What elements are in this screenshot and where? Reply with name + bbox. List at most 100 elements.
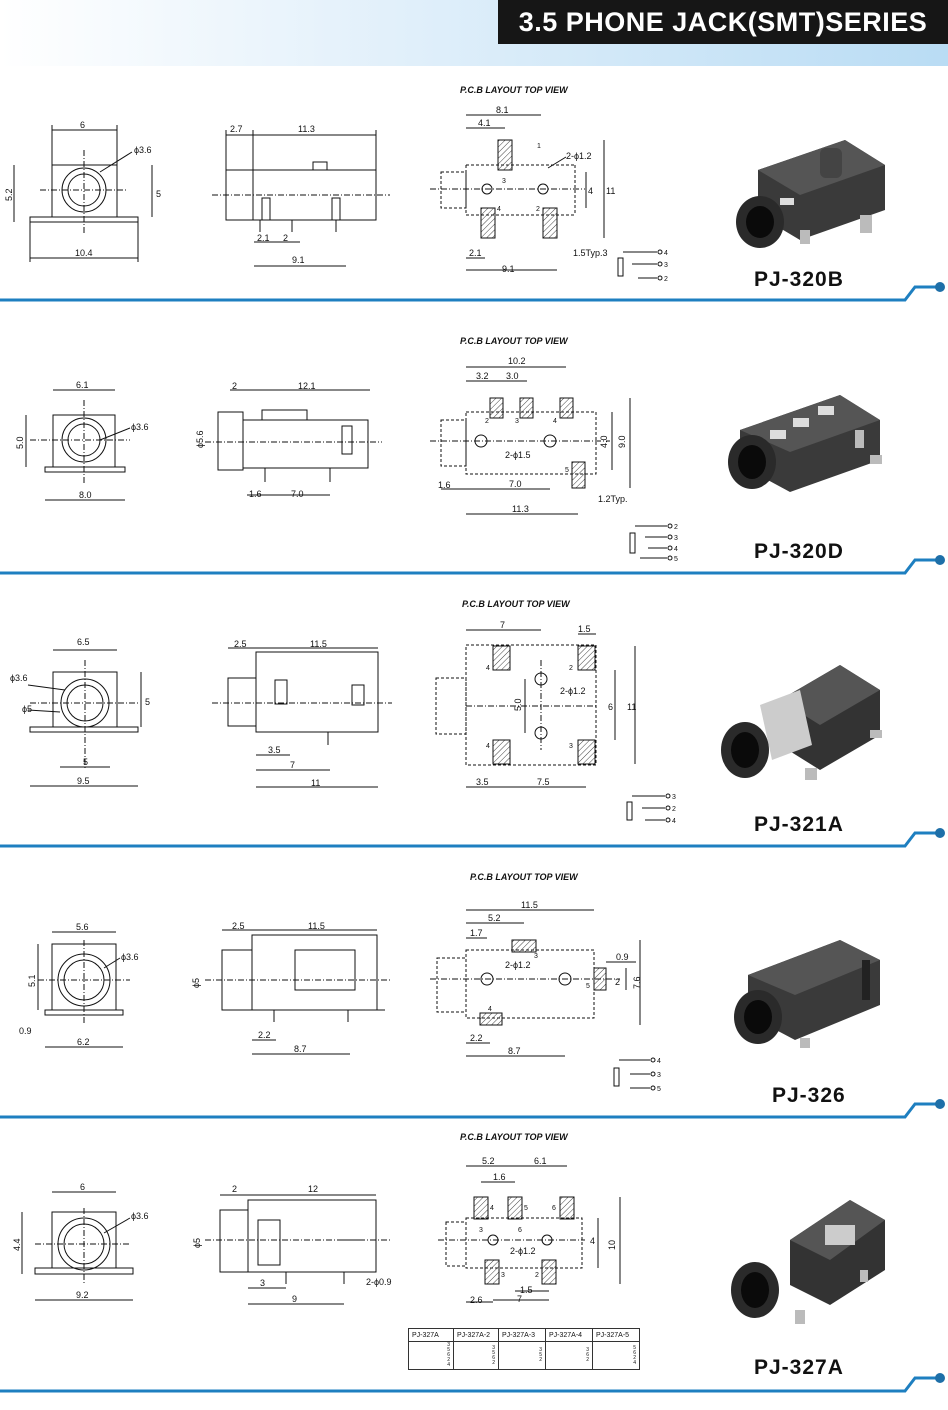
pcb-w2: 5.2 bbox=[488, 913, 501, 923]
pin-2: 2 bbox=[569, 665, 573, 672]
dim-side-pin: 2-ϕ0.9 bbox=[366, 1277, 392, 1287]
dim-side-b: 11.3 bbox=[298, 124, 315, 134]
pcb-hole: 2-ϕ1.2 bbox=[510, 1246, 536, 1256]
schem-pin-c: 4 bbox=[672, 818, 676, 825]
pcb-h2: 11 bbox=[606, 186, 615, 196]
model-name: PJ-327A bbox=[754, 1356, 844, 1379]
dim-side-b: 12.1 bbox=[298, 381, 316, 391]
pcb-h1: 4 bbox=[590, 1236, 595, 1246]
dim-side-d: 9 bbox=[292, 1294, 297, 1304]
pcb-h3: 11 bbox=[627, 702, 636, 712]
dim-side-b: 11.5 bbox=[308, 921, 325, 931]
dim-width: 6 bbox=[80, 1182, 85, 1192]
pcb-r2: 2 bbox=[615, 977, 620, 987]
dim-side-c: 3.5 bbox=[268, 745, 281, 755]
dim-height: 5.1 bbox=[27, 974, 37, 987]
pin-4: 4 bbox=[553, 418, 557, 425]
schem-pin-c: 5 bbox=[657, 1086, 661, 1093]
dim-hole: ϕ3.6 bbox=[131, 1211, 149, 1221]
pin-3: 3 bbox=[534, 953, 538, 960]
dim-side-d: 7 bbox=[290, 760, 295, 770]
dim-side-a: 2 bbox=[232, 381, 237, 391]
jack-photo-pj-320d bbox=[728, 395, 882, 492]
model-name: PJ-326 bbox=[772, 1084, 846, 1107]
dim-width: 6 bbox=[80, 120, 85, 130]
pcb-hole: 2-ϕ1.2 bbox=[560, 686, 586, 696]
dim-side-e: 9.1 bbox=[292, 255, 305, 265]
dim-width: 5.6 bbox=[76, 922, 89, 932]
dim-side-a: 2.5 bbox=[232, 921, 245, 931]
pin-1: 1 bbox=[537, 143, 541, 150]
dim-side-dia: ϕ5 bbox=[191, 978, 201, 988]
variant-table: PJ-327A PJ-327A-2 PJ-327A-3 PJ-327A-4 PJ… bbox=[408, 1328, 640, 1370]
pin-5: 5 bbox=[565, 467, 569, 474]
schem-pin-a: 3 bbox=[672, 794, 676, 801]
pcb-layout-label: P.C.B LAYOUT TOP VIEW bbox=[460, 336, 568, 346]
pin-2: 2 bbox=[535, 1272, 539, 1279]
pcb-h1: 4.0 bbox=[599, 435, 609, 448]
pcb-h2: 6 bbox=[608, 702, 613, 712]
dim-hole: ϕ3.6 bbox=[134, 145, 152, 155]
pcb-hole: 2-ϕ1.2 bbox=[566, 151, 592, 161]
pcb-left: 1.6 bbox=[438, 480, 451, 490]
pcb-b2: 7.5 bbox=[537, 777, 550, 787]
dim-side-a: 2.7 bbox=[230, 124, 243, 134]
pcb-r3: 7.6 bbox=[632, 976, 642, 989]
dim-height: 5.2 bbox=[4, 188, 14, 201]
pcb-b1: 2.1 bbox=[469, 248, 482, 258]
dim-width: 6.1 bbox=[76, 380, 89, 390]
dim-side-d: 8.7 bbox=[294, 1044, 307, 1054]
pcb-b2: 9.1 bbox=[502, 264, 515, 274]
dim-side-c: 3 bbox=[260, 1278, 265, 1288]
pcb-w1: 11.5 bbox=[521, 900, 538, 910]
pcb-b1: 3.5 bbox=[476, 777, 489, 787]
pcb-total: 11.3 bbox=[512, 504, 529, 514]
pcb-w2: 1.5 bbox=[578, 624, 591, 634]
dim-hole: ϕ3.6 bbox=[121, 952, 139, 962]
pin-3: 3 bbox=[502, 178, 506, 185]
pin-4: 4 bbox=[490, 1205, 494, 1212]
pcb-w3: 3.0 bbox=[506, 371, 519, 381]
dim-hole-2: ϕ5 bbox=[22, 704, 32, 714]
pcb-layout-label: P.C.B LAYOUT TOP VIEW bbox=[470, 872, 578, 882]
pcb-w3: 1.6 bbox=[493, 1172, 506, 1182]
schem-pin-c: 4 bbox=[674, 546, 678, 553]
pin-6b: 6 bbox=[518, 1227, 522, 1234]
dim-base: 9.5 bbox=[77, 776, 90, 786]
pcb-b1: 2.2 bbox=[470, 1033, 483, 1043]
jack-photo-pj-321a bbox=[721, 665, 882, 780]
pcb-w2: 4.1 bbox=[478, 118, 491, 128]
model-name: PJ-320B bbox=[754, 268, 844, 291]
pcb-b2: 7 bbox=[517, 1294, 522, 1304]
dim-hole: ϕ3.6 bbox=[131, 422, 149, 432]
pcb-h1: 4 bbox=[588, 186, 593, 196]
dim-side-dia: ϕ5.6 bbox=[195, 430, 205, 448]
dim-side-c: 2.1 bbox=[257, 233, 270, 243]
pcb-layout-label: P.C.B LAYOUT TOP VIEW bbox=[460, 85, 568, 95]
schem-pin-a: 4 bbox=[664, 250, 668, 257]
pin-4b: 4 bbox=[486, 743, 490, 750]
pcb-w3: 1.7 bbox=[470, 928, 483, 938]
schem-pin-a: 2 bbox=[674, 524, 678, 531]
dim-height: 5.0 bbox=[15, 436, 25, 449]
pin-4: 4 bbox=[488, 1006, 492, 1013]
pcb-w1: 8.1 bbox=[496, 105, 509, 115]
pin-4: 4 bbox=[497, 206, 501, 213]
pcb-w1: 5.2 bbox=[482, 1156, 495, 1166]
dim-side-e: 11 bbox=[311, 778, 320, 788]
dim-side-c: 1.6 bbox=[249, 489, 262, 499]
pcb-w2: 6.1 bbox=[534, 1156, 547, 1166]
pin-3b: 3 bbox=[501, 1272, 505, 1279]
dim-base: 6.2 bbox=[77, 1037, 90, 1047]
schem-pin-c: 2 bbox=[664, 276, 668, 283]
